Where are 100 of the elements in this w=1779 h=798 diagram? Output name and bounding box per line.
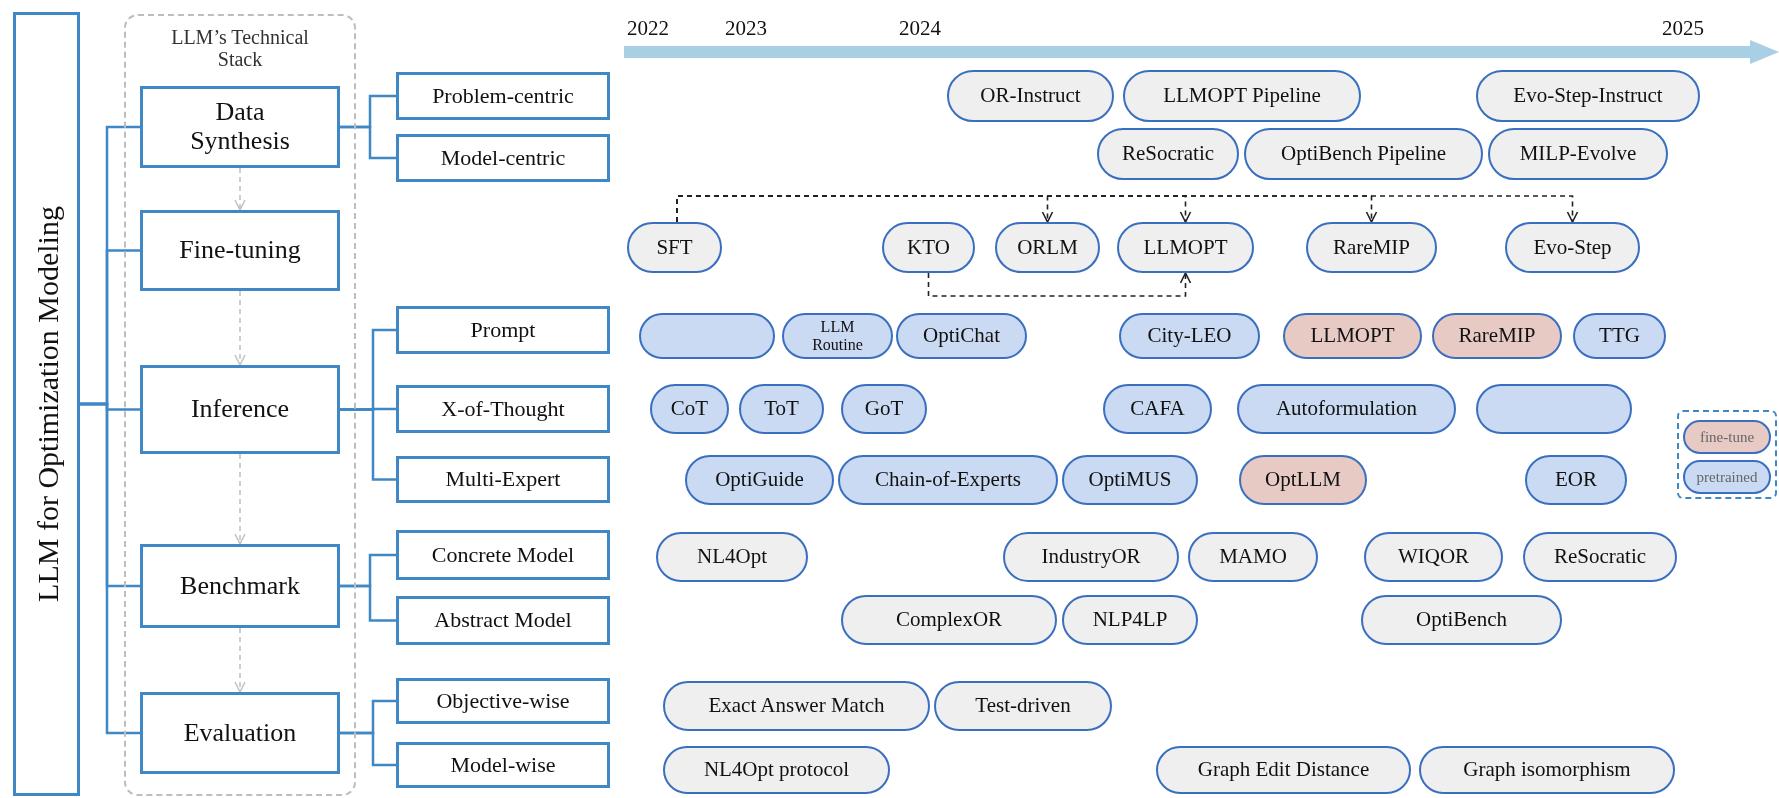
method-pill — [739, 384, 824, 434]
node-label: Evo-Step — [1533, 235, 1612, 260]
stage-box — [140, 692, 340, 774]
node-label: Inference — [190, 395, 290, 424]
method-pill — [1244, 128, 1483, 180]
method-pill — [934, 681, 1112, 731]
method-pill — [1361, 595, 1562, 645]
category-box — [396, 306, 610, 354]
node-label: MILP-Evolve — [1519, 142, 1637, 166]
method-pill — [882, 222, 975, 273]
node-label: OptLLM — [1265, 468, 1341, 492]
node-label: OptiBench Pipeline — [1280, 142, 1447, 166]
stack-group-box — [124, 14, 356, 796]
method-pill — [1103, 384, 1212, 434]
node-label: RareMIP — [1458, 324, 1536, 348]
node-label: X-of-Thought — [441, 396, 565, 422]
method-pill — [1117, 222, 1254, 273]
root-box — [13, 12, 80, 796]
method-pill — [1062, 595, 1198, 645]
node-label: OptiMUS — [1088, 468, 1172, 492]
method-pill — [685, 455, 834, 505]
method-pill — [896, 313, 1027, 359]
connector-line — [340, 584, 396, 622]
year-label: 2025 — [1662, 16, 1704, 41]
method-pill — [639, 313, 775, 359]
connector-line — [80, 402, 140, 735]
node-label: Graph Edit Distance — [1197, 758, 1370, 782]
category-box — [396, 678, 610, 724]
category-box — [396, 72, 610, 120]
method-pill — [656, 532, 808, 582]
method-pill — [1525, 455, 1627, 505]
node-label: TTG — [1599, 324, 1640, 348]
node-label: Data Synthesis — [189, 98, 291, 156]
node-label: LLM Routine — [811, 318, 864, 354]
node-label: RareMIP — [1333, 235, 1410, 260]
method-pill — [1156, 746, 1411, 794]
node-label: Benchmark — [180, 571, 300, 601]
method-pill — [782, 313, 893, 359]
method-pill — [1097, 128, 1239, 180]
stage-box — [140, 86, 340, 168]
method-pill — [1306, 222, 1437, 273]
method-pill — [1188, 532, 1318, 582]
node-label: KTO — [907, 235, 950, 260]
method-pill — [1505, 222, 1640, 273]
method-pill — [663, 746, 890, 794]
connector-line — [340, 731, 396, 767]
method-pill — [1119, 313, 1260, 359]
method-pill — [650, 384, 729, 434]
arrow — [927, 272, 1192, 297]
node-label: Model-wise — [450, 752, 556, 778]
category-box — [396, 134, 610, 182]
method-pill — [663, 681, 930, 731]
node-label: MAMO — [1219, 545, 1287, 569]
node-label: LLMOPT — [1310, 324, 1395, 348]
stage-box — [140, 210, 340, 291]
node-label: City-LEO — [1147, 324, 1232, 348]
method-pill — [627, 222, 722, 273]
legend-label: fine-tune — [1699, 428, 1755, 446]
group-heading: LLM’s Technical Stack — [170, 26, 310, 70]
arrow — [234, 453, 246, 545]
connector-line — [340, 125, 396, 160]
node-label: ComplexOR — [895, 608, 1003, 632]
node-label: Multi-Expert — [445, 467, 561, 492]
method-pill — [947, 70, 1114, 122]
method-pill — [1364, 532, 1503, 582]
method-pill — [995, 222, 1100, 273]
node-label: ToT — [764, 397, 799, 421]
arrow — [234, 627, 246, 693]
method-pill — [1419, 746, 1675, 794]
node-label: Graph isomorphism — [1463, 758, 1631, 782]
arrow — [676, 195, 1579, 223]
method-pill — [1523, 532, 1677, 582]
method-pill — [1476, 384, 1632, 434]
category-box — [396, 742, 610, 788]
method-pill — [1283, 313, 1422, 359]
node-label: NL4Opt protocol — [703, 758, 850, 782]
node-label: Evaluation — [183, 718, 297, 748]
node-label: OptiGuide — [715, 468, 804, 492]
method-pill — [1239, 455, 1367, 505]
stage-box — [140, 544, 340, 628]
method-pill — [1476, 70, 1700, 122]
node-label: CAFA — [1130, 397, 1185, 421]
method-pill — [1003, 532, 1179, 582]
node-label: NLP4LP — [1092, 608, 1168, 632]
node-label: Model-centric — [440, 145, 566, 171]
category-box — [396, 530, 610, 580]
node-label: OptiChat — [923, 324, 1000, 348]
node-label: Prompt — [470, 317, 536, 343]
node-label: IndustryOR — [1041, 545, 1141, 569]
category-box — [396, 596, 610, 645]
year-label: 2024 — [899, 16, 941, 41]
arrow — [234, 290, 246, 366]
method-pill — [1488, 128, 1668, 180]
node-label: OptiBench — [1416, 608, 1507, 632]
node-label: SFT — [656, 235, 693, 260]
method-pill — [1432, 313, 1562, 359]
node-label: Fine-tuning — [179, 236, 301, 265]
node-label: OR-Instruct — [980, 84, 1081, 108]
node-label: ReSocratic — [1121, 142, 1215, 166]
node-label: ReSocratic — [1553, 545, 1647, 569]
